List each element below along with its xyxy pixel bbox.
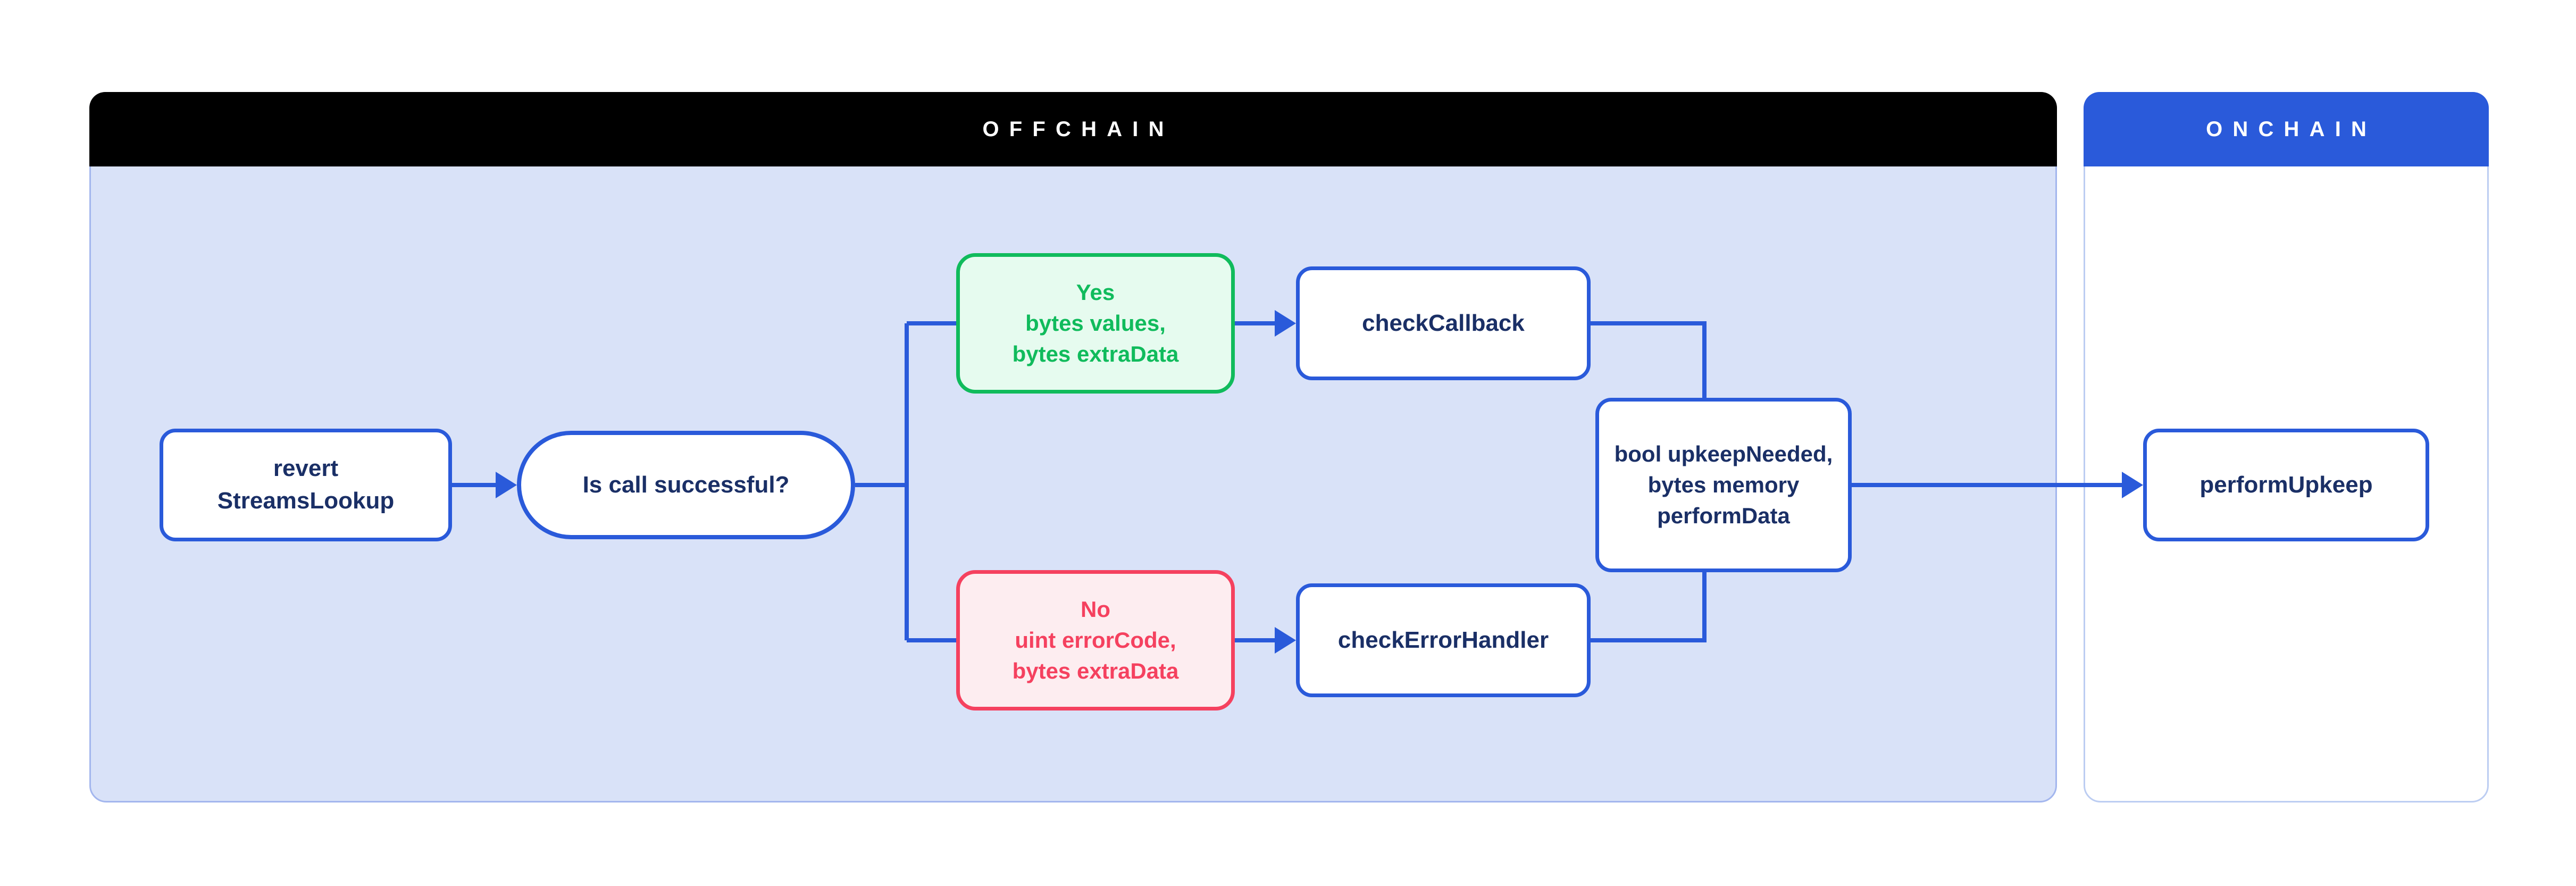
node-check-callback: checkCallback (1296, 266, 1591, 380)
node-check-error-handler: checkErrorHandler (1296, 583, 1591, 697)
node-no-branch: No uint errorCode, bytes extraData (956, 570, 1235, 711)
connector-checkerrorhandler-to-result (1591, 572, 1707, 642)
node-is-call-successful: Is call successful? (517, 431, 855, 539)
node-yes-branch: Yes bytes values, bytes extraData (956, 253, 1235, 394)
onchain-header-bar: ONCHAIN (2084, 92, 2489, 166)
onchain-title: ONCHAIN (2206, 117, 2377, 141)
node-upkeep-result: bool upkeepNeeded, bytes memory performD… (1595, 398, 1852, 572)
arrowhead-into-checkcallback (1275, 310, 1296, 337)
offchain-title: OFFCHAIN (982, 117, 1174, 141)
connector-checkcallback-to-result (1591, 321, 1707, 398)
arrowhead-into-checkerrorhandler (1275, 627, 1296, 654)
arrowhead-into-performupkeep (2122, 472, 2143, 498)
node-revert-streamslookup: revert StreamsLookup (160, 429, 452, 541)
node-perform-upkeep: performUpkeep (2143, 429, 2429, 541)
offchain-header-bar: OFFCHAIN (89, 92, 2057, 166)
arrowhead-into-question (496, 472, 517, 498)
